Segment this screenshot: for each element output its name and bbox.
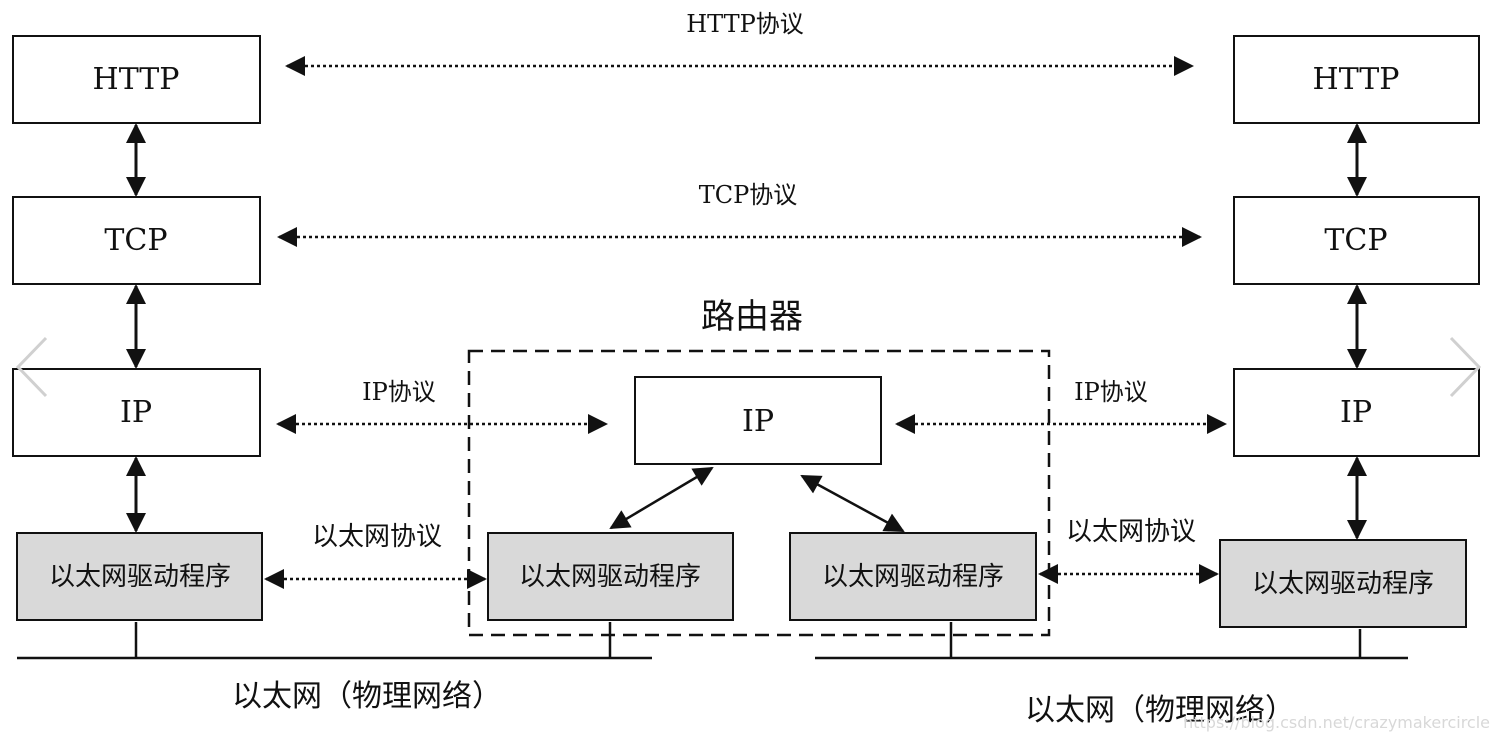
router-driver-left-box: [487, 532, 734, 621]
router-driver-right-box: [789, 532, 1037, 621]
http-protocol-label: HTTP协议: [686, 10, 804, 38]
left-driver-label: 以太网驱动程序: [49, 562, 231, 592]
right-ip-box: [1233, 368, 1480, 457]
eth-protocol-left-label: 以太网协议: [312, 522, 442, 552]
right-host-stack: HTTP TCP IP 以太网驱动程序: [1219, 35, 1480, 628]
router-ip-driver-left-arrow: [609, 466, 714, 530]
left-network-label: 以太网（物理网络）: [232, 679, 502, 714]
right-tcp-box: [1233, 196, 1480, 285]
router-title: 路由器: [701, 297, 803, 337]
tcp-protocol-label: TCP协议: [699, 181, 798, 209]
router-ip-driver-right-arrow: [800, 474, 905, 533]
left-ip-label: IP: [120, 395, 152, 430]
protocol-arrows: HTTP协议 TCP协议 IP协议 IP协议 以太网协议 以太网协议: [264, 10, 1227, 589]
chevron-left-icon: [15, 336, 48, 398]
chevron-right-icon: [1449, 336, 1482, 398]
right-http-label: HTTP: [1313, 62, 1400, 97]
router-driver-right-label: 以太网驱动程序: [822, 562, 1004, 592]
left-tcp-label: TCP: [104, 223, 167, 258]
left-http-label: HTTP: [93, 62, 180, 97]
prev-button[interactable]: [15, 336, 48, 398]
right-http-box: [1233, 35, 1480, 124]
ip-protocol-left-label: IP协议: [362, 378, 436, 406]
next-button[interactable]: [1449, 336, 1482, 398]
router-container: [467, 349, 1051, 637]
right-driver-box: [1219, 539, 1467, 628]
router-ip-box: [634, 376, 882, 465]
physical-networks: 以太网（物理网络） 以太网（物理网络）: [17, 622, 1408, 728]
right-tcp-label: TCP: [1324, 223, 1387, 258]
ip-protocol-right-label: IP协议: [1074, 378, 1148, 406]
router-ip-label: IP: [742, 404, 774, 439]
router-stack: IP 以太网驱动程序 以太网驱动程序: [487, 376, 1037, 621]
watermark-text: https://blog.csdn.net/crazymakercircle: [1183, 713, 1490, 732]
left-host-stack: HTTP TCP IP 以太网驱动程序: [12, 35, 263, 621]
left-driver-box: [16, 532, 263, 621]
right-driver-label: 以太网驱动程序: [1252, 569, 1434, 599]
right-ip-label: IP: [1340, 395, 1372, 430]
left-tcp-box: [12, 196, 261, 285]
router-driver-left-label: 以太网驱动程序: [519, 562, 701, 592]
eth-protocol-right-label: 以太网协议: [1066, 517, 1196, 547]
right-network-label: 以太网（物理网络）: [1025, 693, 1295, 728]
